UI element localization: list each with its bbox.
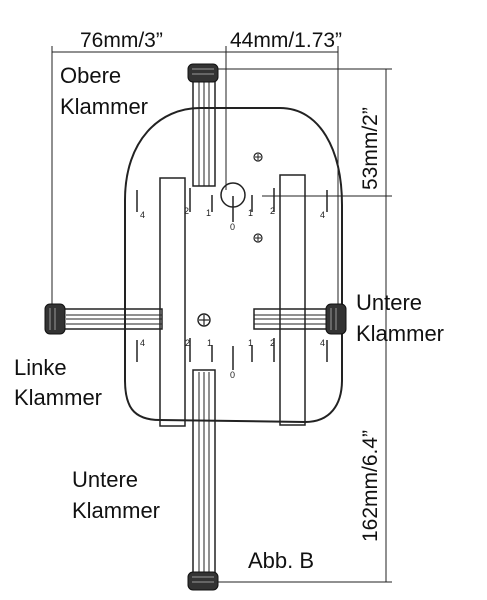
- dimension-right-lower: 162mm/6.4”: [359, 430, 382, 542]
- scale-lower-label: 0: [230, 370, 235, 380]
- scale-upper-label: 4: [140, 210, 145, 220]
- dimension-top-right: 44mm/1.73”: [230, 29, 342, 52]
- upper-clamp: [187, 63, 219, 187]
- left-clamp: [44, 303, 163, 335]
- base-plate: [124, 107, 343, 424]
- scale-lower-label: 1: [207, 338, 212, 348]
- scale-upper-label: 1: [248, 208, 253, 218]
- scale-lower-label: 4: [140, 338, 145, 348]
- left-clamp-label-line2: Klammer: [14, 385, 102, 410]
- bottom-clamp-label-line2: Klammer: [72, 498, 160, 523]
- upper-clamp-label-line2: Klammer: [60, 94, 148, 119]
- lower-scale-ticks: [136, 338, 328, 370]
- scale-upper-label: 2: [184, 206, 189, 216]
- upper-scale-ticks: [136, 188, 328, 222]
- left-clamp-label-line1: Linke: [14, 355, 67, 380]
- bottom-clamp-label-line1: Untere: [72, 467, 138, 492]
- scale-upper-label: 1: [206, 208, 211, 218]
- right-rail: [279, 174, 306, 426]
- bottom-clamp: [187, 369, 219, 591]
- dimension-top-left: 76mm/3”: [80, 29, 163, 52]
- right-clamp-label-line2: Klammer: [356, 321, 444, 346]
- scale-upper-label: 2: [270, 206, 275, 216]
- right-clamp-label-line1: Untere: [356, 290, 422, 315]
- scale-lower-label: 2: [270, 338, 275, 348]
- upper-clamp-label-line1: Obere: [60, 63, 121, 88]
- screw-icon: [197, 313, 211, 327]
- right-clamp: [253, 303, 347, 335]
- figure-label: Abb. B: [248, 548, 314, 573]
- scale-upper-label: 4: [320, 210, 325, 220]
- scale-lower-label: 1: [248, 338, 253, 348]
- scale-upper-label: 0: [230, 222, 235, 232]
- screw-icon: [253, 233, 263, 243]
- screw-icon: [253, 152, 263, 162]
- scale-lower-label: 4: [320, 338, 325, 348]
- left-rail: [159, 177, 186, 427]
- dimension-right-upper: 53mm/2”: [359, 107, 382, 190]
- scale-lower-label: 2: [185, 338, 190, 348]
